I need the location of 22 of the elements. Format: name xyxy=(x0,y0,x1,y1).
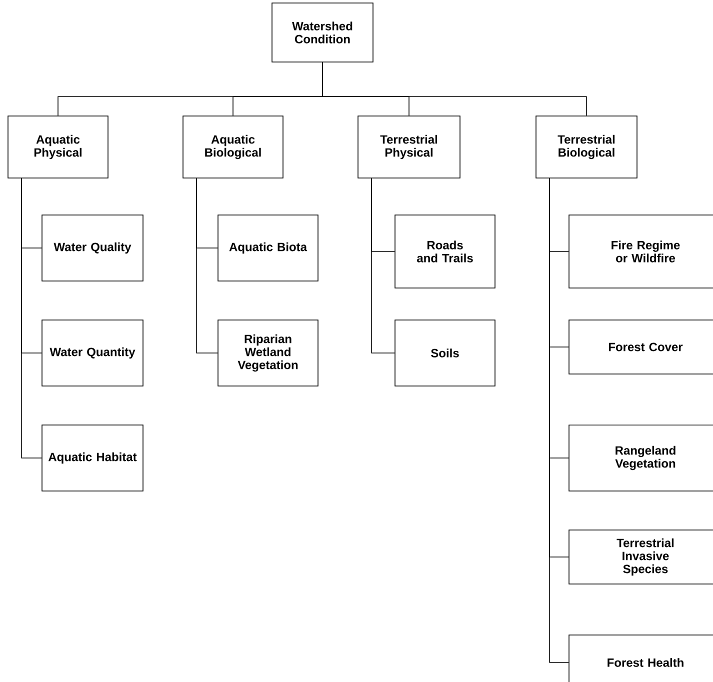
category-box: Aquatic Biological xyxy=(182,116,284,178)
indicator-box: Roads and Trails xyxy=(394,214,496,288)
category-box: Terrestrial Physical xyxy=(358,116,460,178)
indicator-box: Water Quantity xyxy=(42,320,144,386)
indicator-box: Rangeland Vegetation xyxy=(568,424,713,492)
indicator-box: Aquatic Biota xyxy=(218,214,318,282)
indicator-box: Soils xyxy=(394,320,496,386)
indicator-box: Aquatic Habitat xyxy=(42,424,144,492)
indicator-box: Forest Cover xyxy=(568,320,713,374)
indicator-box: Terrestrial Invasive Species xyxy=(568,530,713,584)
category-box: Aquatic Physical xyxy=(8,116,108,178)
root-box: Watershed Condition xyxy=(272,2,374,62)
connector-line xyxy=(322,62,587,116)
indicator-box: Fire Regime or Wildfire xyxy=(568,214,713,288)
indicator-box: Water Quality xyxy=(42,214,144,282)
connector-line xyxy=(196,178,218,354)
connector-line xyxy=(549,178,569,663)
indicator-box: Forest Health xyxy=(568,634,713,682)
connector-line xyxy=(371,178,395,354)
connector-line xyxy=(21,178,42,458)
category-box: Terrestrial Biological xyxy=(536,116,638,178)
indicator-box: Riparian Wetland Vegetation xyxy=(218,320,318,386)
